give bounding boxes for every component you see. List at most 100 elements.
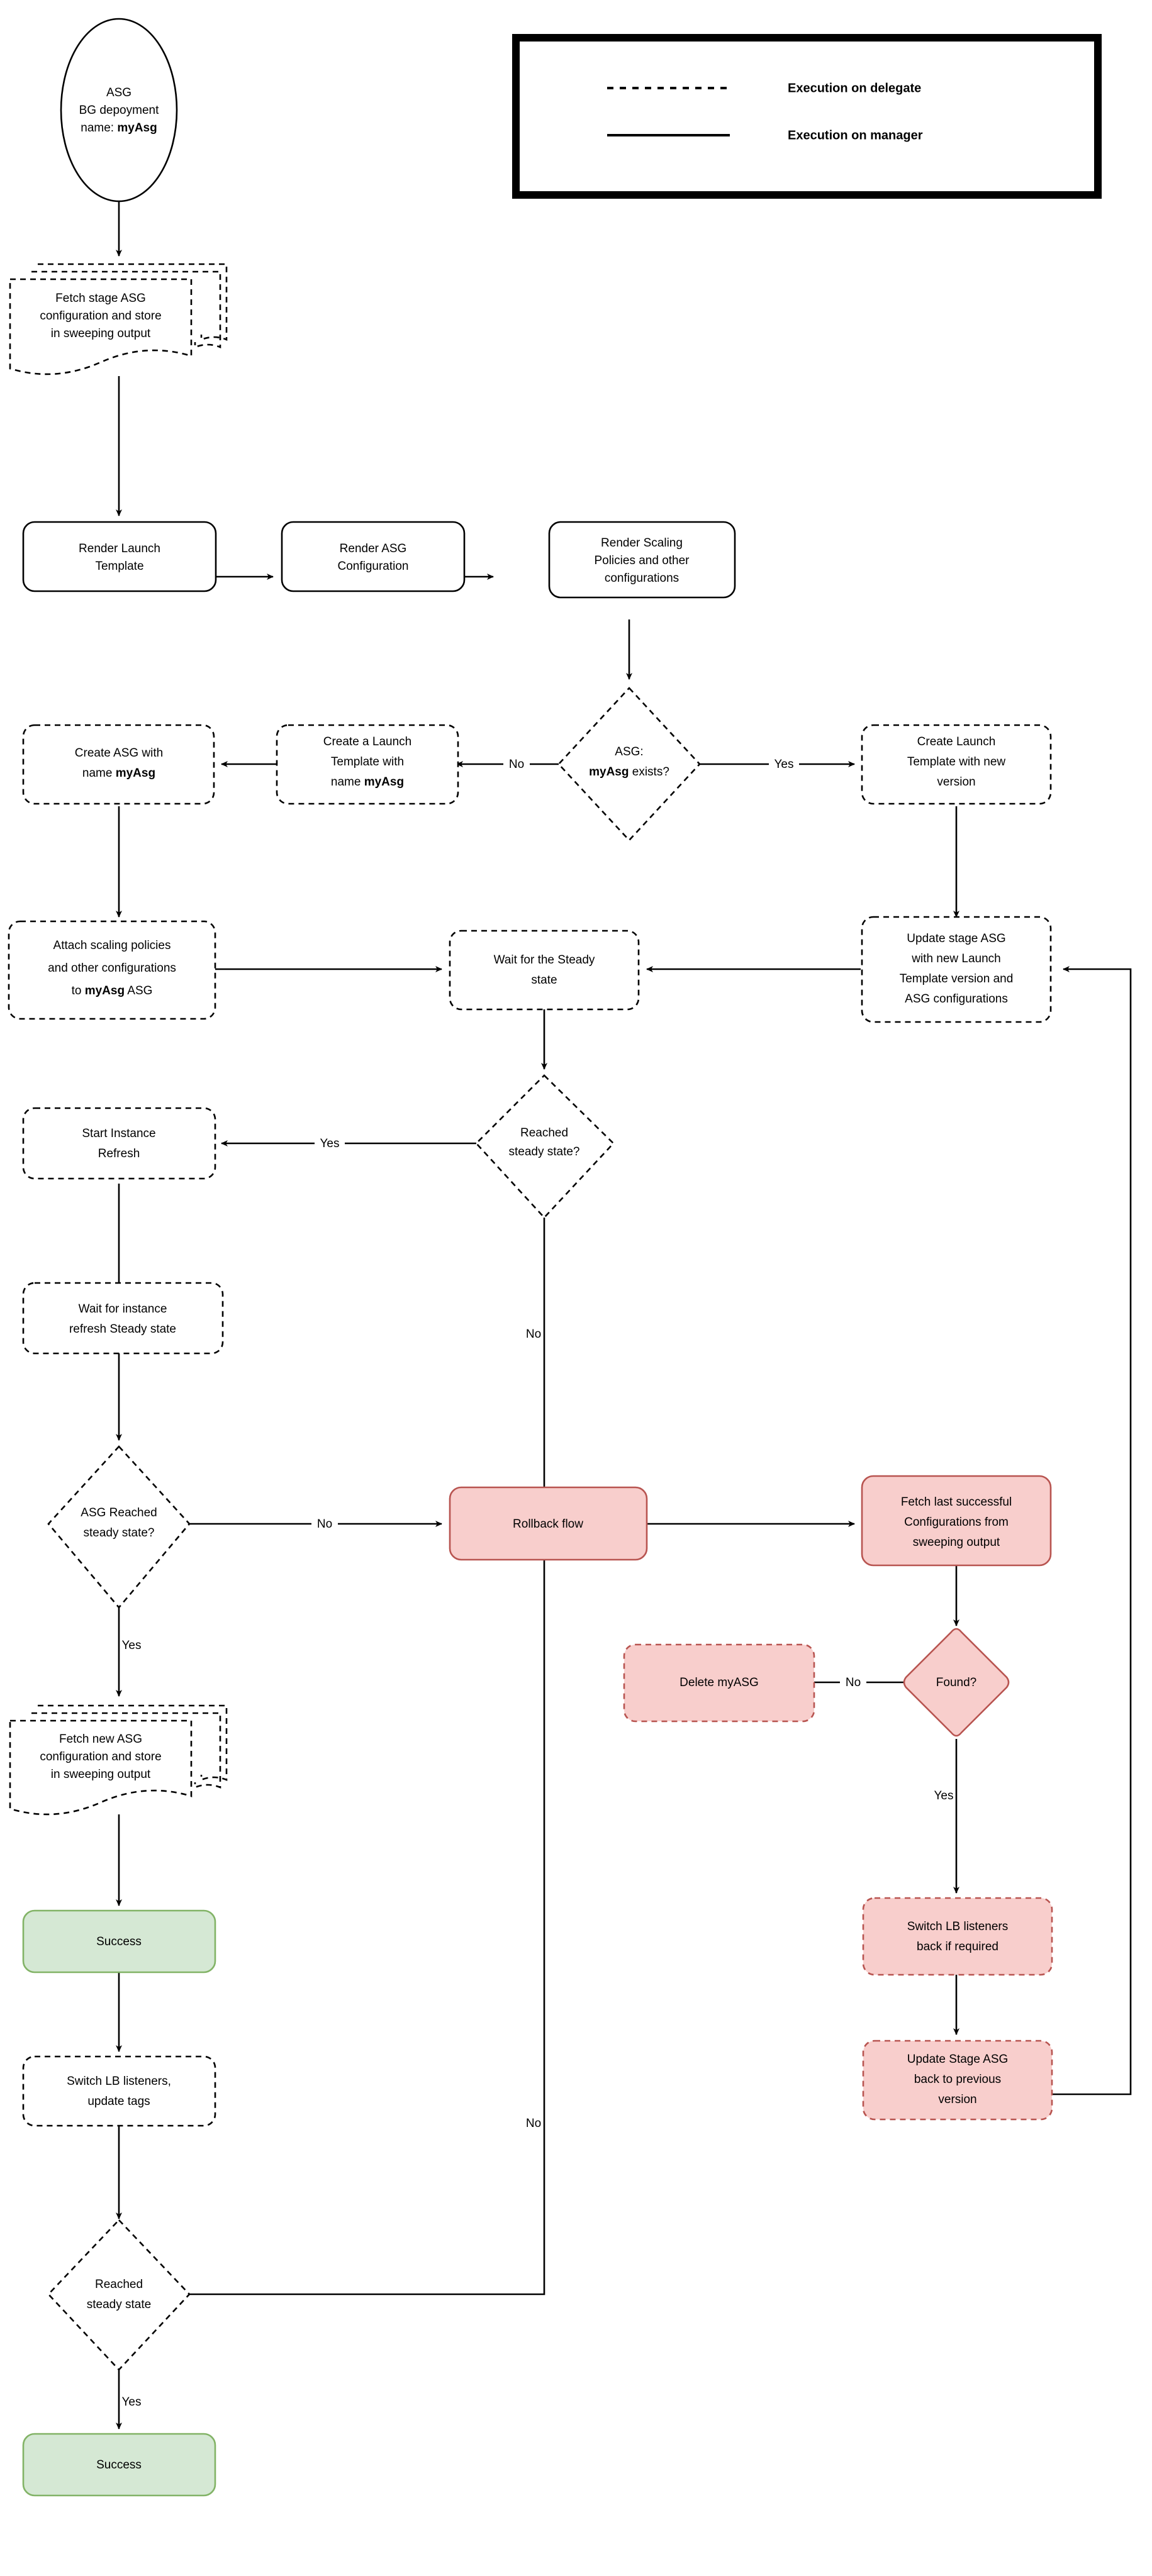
edge-label-reached2-no: No (526, 2117, 541, 2130)
node-update-back-line-1: Update Stage ASG (907, 2053, 1009, 2066)
node-asg-exists-decision[interactable]: ASG: myAsg exists? (557, 687, 701, 841)
node-update-stage-line-3: Template version and (900, 972, 1014, 985)
node-asg-reached-line-2: steady state? (83, 1526, 154, 1540)
edge-label-reached1-yes: Yes (320, 1137, 340, 1150)
node-attach-line-2: and other configurations (48, 962, 176, 975)
node-delete-myasg[interactable]: Delete myASG (623, 1643, 815, 1723)
node-success-1-label: Success (96, 1935, 142, 1948)
node-create-lt-new-line-1: Create Launch (917, 735, 996, 748)
node-start-line-3: name: myAsg (81, 121, 157, 135)
node-fetch-new-asg-config[interactable]: Fetch new ASG configuration and store in… (9, 1704, 228, 1816)
node-fetch-stage-line-3: in sweeping output (51, 327, 151, 340)
node-render-asg-line-2: Configuration (337, 560, 408, 573)
node-update-stage-asg-back[interactable]: Update Stage ASG back to previous versio… (862, 2040, 1053, 2121)
node-render-scaling-line-2: Policies and other (594, 554, 690, 567)
node-success-1[interactable]: Success (22, 1909, 216, 1974)
legend-label-manager: Execution on manager (788, 128, 923, 142)
node-asg-exists-line-1: ASG: (615, 745, 643, 758)
node-asg-exists-line-2: myAsg exists? (589, 765, 669, 779)
node-switch-lb-tags-line-2: update tags (87, 2095, 150, 2108)
node-reached-steady-state-decision-1[interactable]: Reached steady state? (475, 1074, 615, 1219)
node-found-label: Found? (936, 1676, 976, 1689)
node-update-back-line-3: version (938, 2093, 976, 2106)
node-found-decision[interactable]: Found? (903, 1628, 1010, 1737)
node-create-asg-named[interactable]: Create ASG with name myAsg (22, 724, 215, 805)
node-success-2-label: Success (96, 2458, 142, 2472)
edge-label-asg-reached-no: No (317, 1518, 332, 1531)
node-fetch-last-successful-configs[interactable]: Fetch last successful Configurations fro… (861, 1475, 1052, 1567)
edge-label-asg-reached-yes: Yes (122, 1639, 142, 1652)
legend-box: Execution on delegate Execution on manag… (512, 34, 1102, 199)
legend-label-delegate: Execution on delegate (788, 81, 921, 95)
node-asg-reached-steady-decision[interactable]: ASG Reached steady state? (47, 1445, 191, 1609)
node-fetch-stage[interactable]: Fetch stage ASG configuration and store … (9, 263, 228, 375)
edge-label-found-yes: Yes (934, 1789, 954, 1802)
node-render-asg-line-1: Render ASG (340, 542, 407, 555)
node-success-2[interactable]: Success (22, 2433, 216, 2497)
node-reached1-line-2: steady state? (508, 1145, 579, 1158)
node-start-instance-refresh[interactable]: Start Instance Refresh (22, 1107, 216, 1180)
node-render-scaling-line-3: configurations (605, 572, 679, 585)
edge-label-asg-exists-no: No (509, 758, 524, 771)
node-asg-reached-line-1: ASG Reached (81, 1506, 157, 1519)
node-start[interactable]: ASG BG depoyment name: myAsg (60, 18, 178, 203)
node-switch-lb-back-line-1: Switch LB listeners (907, 1920, 1009, 1933)
node-switch-lb-back-line-2: back if required (917, 1940, 998, 1953)
node-start-bold: myAsg (117, 121, 157, 135)
node-rollback-flow[interactable]: Rollback flow (449, 1486, 648, 1561)
node-update-back-line-2: back to previous (914, 2073, 1001, 2086)
node-update-stage-line-2: with new Launch (911, 952, 1001, 965)
node-create-lt-name-line-1: Create a Launch (323, 735, 412, 748)
node-wait-steady-line-1: Wait for the Steady (494, 953, 595, 967)
node-wait-steady-line-2: state (531, 974, 557, 987)
node-switch-lb-listeners-update-tags[interactable]: Switch LB listeners, update tags (22, 2055, 216, 2127)
node-wait-instance-refresh-steady[interactable]: Wait for instance refresh Steady state (22, 1282, 224, 1355)
node-fetch-new-line-2: configuration and store (40, 1750, 161, 1763)
node-update-stage-line-1: Update stage ASG (907, 932, 1005, 945)
node-render-launch-template[interactable]: Render Launch Template (22, 521, 217, 592)
node-render-scaling-policies[interactable]: Render Scaling Policies and other config… (548, 521, 736, 599)
node-create-launch-template-named[interactable]: Create a Launch Template with name myAsg (276, 724, 459, 805)
node-wait-refresh-line-1: Wait for instance (79, 1302, 167, 1316)
node-reached2-line-2: steady state (87, 2298, 151, 2311)
node-rollback-flow-label: Rollback flow (513, 1518, 583, 1531)
node-start-refresh-line-1: Start Instance (82, 1127, 155, 1140)
node-reached-steady-state-decision-2[interactable]: Reached steady state (47, 2219, 191, 2371)
node-create-asg-line-2: name myAsg (82, 767, 155, 780)
edge-reached2-no (189, 1553, 547, 2296)
node-start-refresh-line-2: Refresh (98, 1147, 140, 1160)
edge-label-found-no: No (846, 1676, 861, 1689)
node-create-launch-template-new-version[interactable]: Create Launch Template with new version (861, 724, 1052, 805)
node-delete-myasg-label: Delete myASG (679, 1676, 759, 1689)
node-reached2-line-1: Reached (95, 2278, 143, 2291)
node-fetch-new-line-3: in sweeping output (51, 1768, 151, 1781)
node-render-lt-line-2: Template (95, 560, 143, 573)
node-attach-scaling-policies[interactable]: Attach scaling policies and other config… (8, 920, 216, 1020)
node-fetch-stage-line-1: Fetch stage ASG (55, 292, 146, 305)
node-create-lt-name-line-2: Template with (331, 755, 404, 769)
node-fetch-new-line-1: Fetch new ASG (59, 1733, 142, 1746)
node-fetch-stage-line-2: configuration and store (40, 309, 161, 323)
node-render-asg-configuration[interactable]: Render ASG Configuration (281, 521, 466, 592)
node-reached1-line-1: Reached (520, 1126, 568, 1140)
node-update-stage-line-4: ASG configurations (905, 992, 1008, 1006)
node-update-stage-asg[interactable]: Update stage ASG with new Launch Templat… (861, 916, 1052, 1023)
node-render-scaling-line-1: Render Scaling (601, 536, 683, 550)
edge-label-asg-exists-yes: Yes (775, 758, 794, 771)
node-fetch-last-line-1: Fetch last successful (901, 1496, 1012, 1509)
node-start-line-2: BG depoyment (79, 104, 159, 117)
node-switch-lb-listeners-back[interactable]: Switch LB listeners back if required (862, 1897, 1053, 1976)
node-wait-for-steady-state[interactable]: Wait for the Steady state (449, 930, 640, 1011)
node-attach-line-1: Attach scaling policies (53, 939, 171, 952)
node-switch-lb-tags-line-1: Switch LB listeners, (67, 2075, 171, 2088)
node-fetch-last-line-3: sweeping output (913, 1536, 1000, 1549)
node-create-lt-name-line-3: name myAsg (331, 775, 404, 789)
edge-label-reached2-yes: Yes (122, 2396, 142, 2409)
node-fetch-last-line-2: Configurations from (904, 1516, 1009, 1529)
node-create-asg-line-1: Create ASG with (75, 747, 163, 760)
node-attach-line-3: to myAsg ASG (72, 984, 153, 997)
node-create-lt-new-line-3: version (937, 775, 975, 789)
edge-label-layer: No Yes Yes No No Yes No Yes No Yes (122, 754, 954, 2409)
node-attach-bold: myAsg (85, 984, 125, 997)
